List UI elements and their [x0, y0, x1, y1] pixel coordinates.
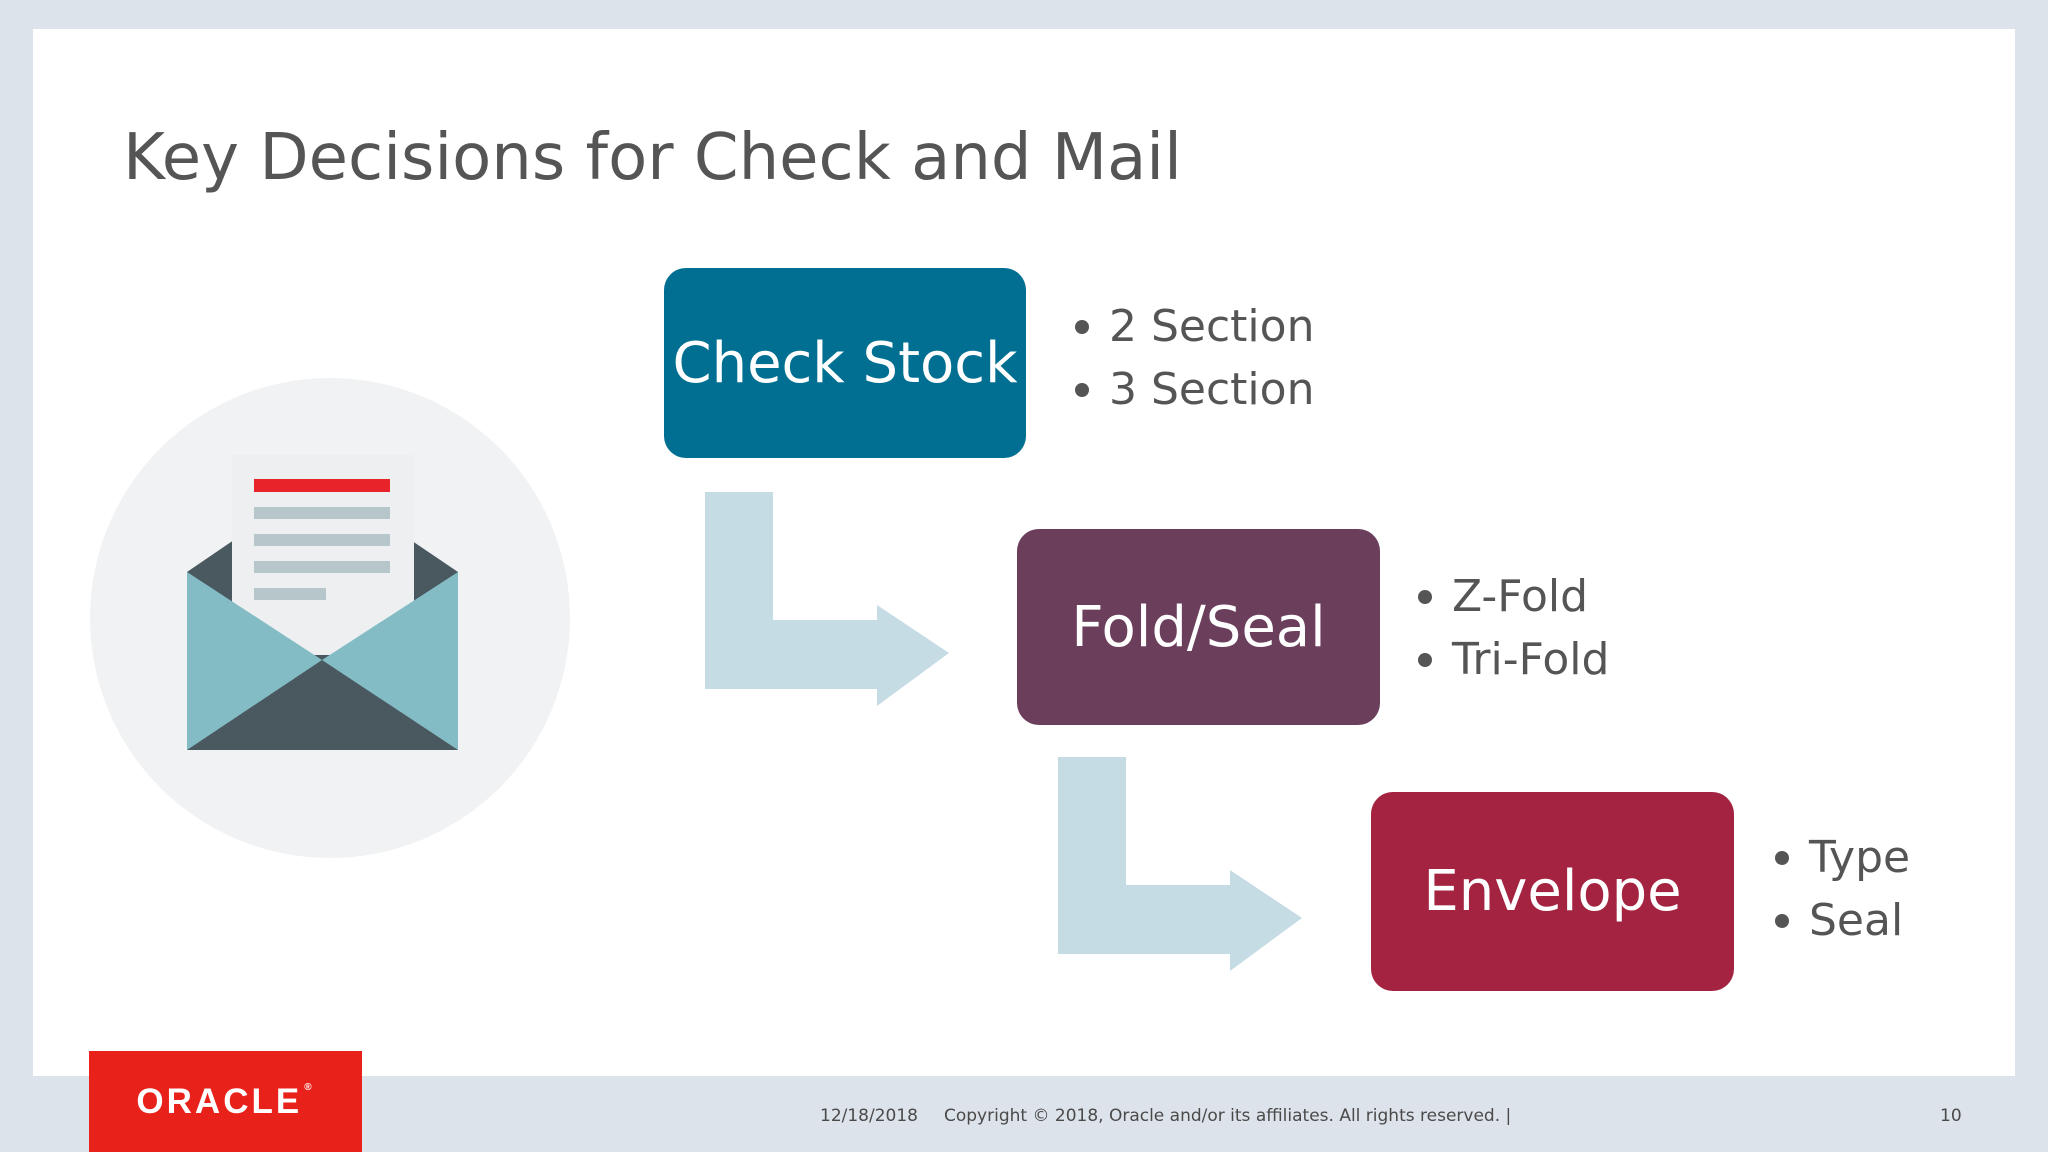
bullet-dot-icon: [1418, 589, 1432, 604]
footer-date: 12/18/2018: [820, 1106, 918, 1126]
option-label: Seal: [1809, 895, 1904, 946]
step-label: Check Stock: [672, 330, 1018, 396]
footer-copyright: Copyright © 2018, Oracle and/or its affi…: [944, 1106, 1512, 1126]
slide-title: Key Decisions for Check and Mail: [123, 121, 1182, 195]
oracle-logo: ORACLE®: [89, 1051, 362, 1152]
step-box-envelope: Envelope: [1371, 792, 1734, 991]
bullet-dot-icon: [1075, 382, 1089, 397]
bullet-dot-icon: [1775, 850, 1789, 865]
open-envelope-with-letter-icon: [187, 455, 458, 750]
bullet-dot-icon: [1075, 319, 1089, 334]
step-options-check-stock: 2 Section 3 Section: [1075, 295, 1314, 421]
step-box-fold-seal: Fold/Seal: [1017, 529, 1380, 725]
option-label: 2 Section: [1109, 301, 1315, 352]
bent-arrow-icon: [1058, 757, 1302, 971]
option-label: Z-Fold: [1452, 571, 1589, 622]
step-box-check-stock: Check Stock: [664, 268, 1026, 458]
step-label: Envelope: [1423, 859, 1682, 924]
option-label: Tri-Fold: [1452, 634, 1610, 685]
list-item: 2 Section: [1075, 295, 1314, 358]
list-item: Type: [1775, 826, 1910, 889]
step-options-envelope: Type Seal: [1775, 826, 1910, 952]
option-label: Type: [1809, 832, 1911, 883]
bullet-dot-icon: [1775, 913, 1789, 928]
logo-text: ORACLE®: [136, 1081, 315, 1121]
bullet-dot-icon: [1418, 652, 1432, 667]
page-number: 10: [1940, 1106, 1962, 1126]
list-item: Seal: [1775, 889, 1910, 952]
bent-arrow-icon: [705, 492, 949, 706]
step-label: Fold/Seal: [1071, 594, 1326, 660]
list-item: 3 Section: [1075, 358, 1314, 421]
step-options-fold-seal: Z-Fold Tri-Fold: [1418, 565, 1609, 691]
list-item: Tri-Fold: [1418, 628, 1609, 691]
list-item: Z-Fold: [1418, 565, 1609, 628]
option-label: 3 Section: [1109, 364, 1315, 415]
